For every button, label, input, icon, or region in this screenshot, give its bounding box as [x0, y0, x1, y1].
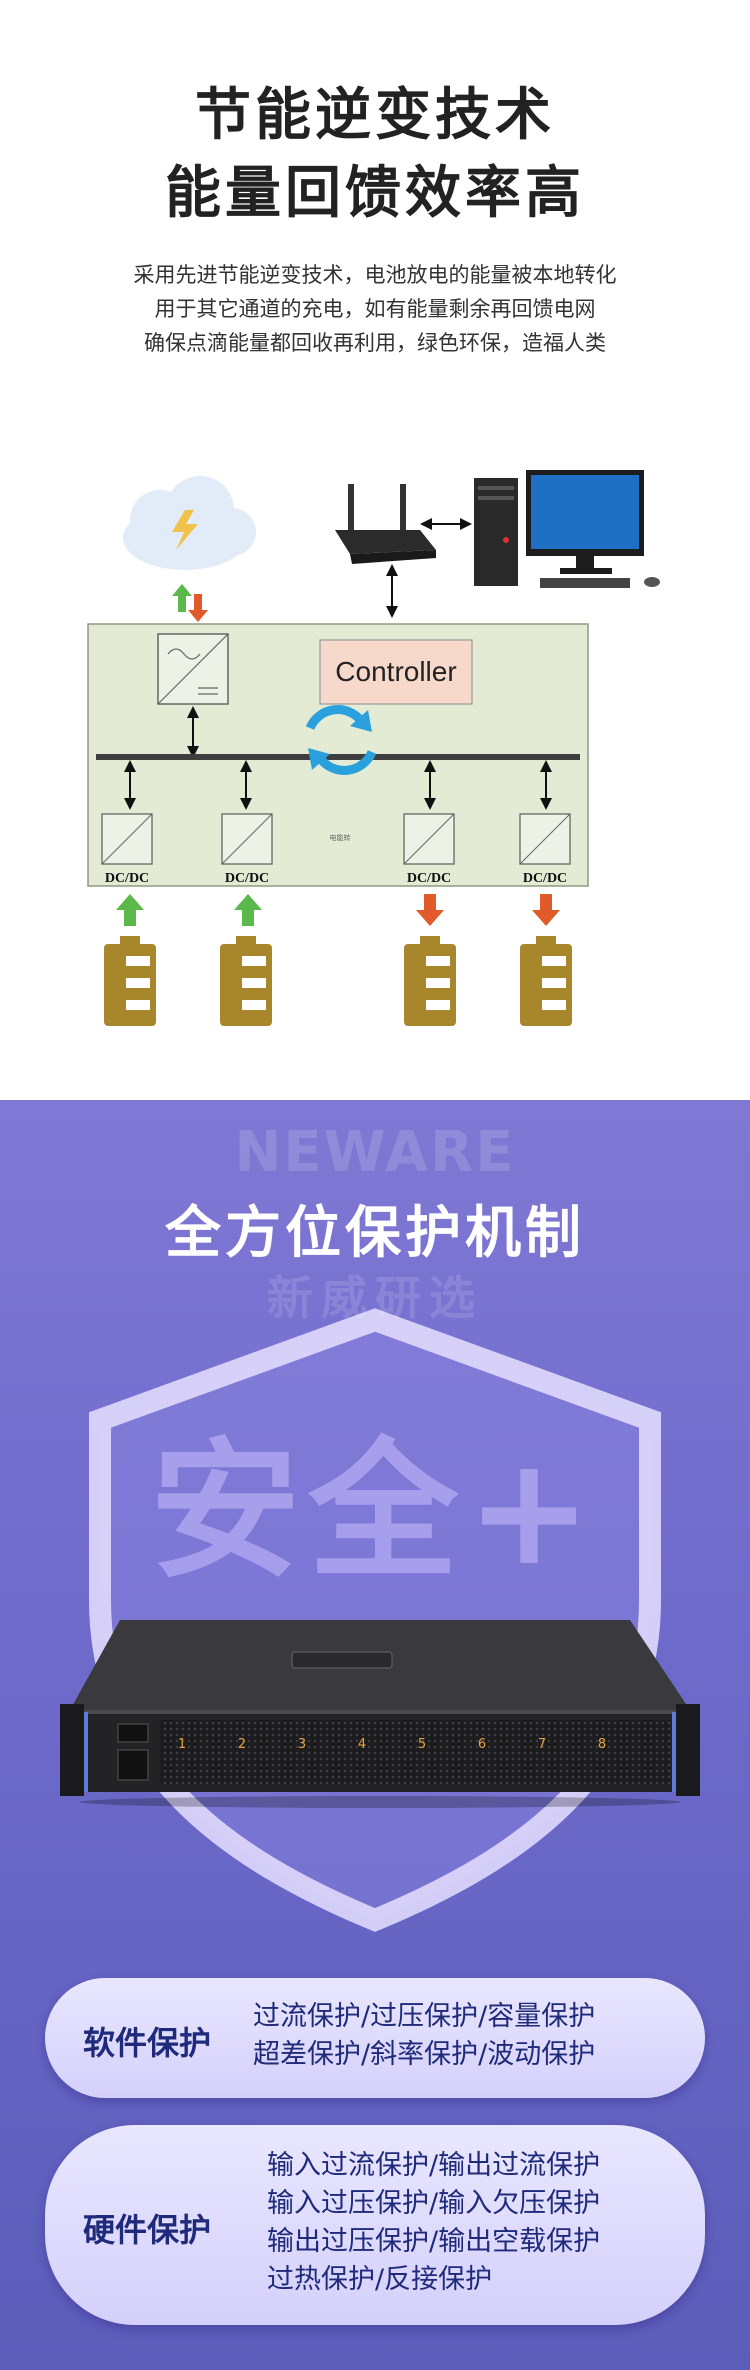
battery-icon-1: [104, 936, 156, 1026]
inverter-icon: [157, 633, 229, 705]
channel-number-3: 3: [298, 1737, 306, 1752]
software-protection-line-2: 超差保护/斜率保护/波动保护: [253, 2039, 596, 2070]
discharge-arrow-icon-2: [532, 894, 560, 926]
software-protection-label: 软件保护: [83, 2024, 212, 2062]
dcdc-label-4: DC/DC: [523, 871, 567, 886]
discharge-arrow-icon-1: [416, 894, 444, 926]
dcdc-label-1: DC/DC: [105, 871, 149, 886]
network-arrow-icon: [420, 518, 472, 530]
charge-arrow-icon-1: [116, 894, 144, 926]
controller-box: [319, 639, 473, 705]
dcdc-module-4: [519, 760, 571, 865]
hardware-protection-line-1: 输入过流保护/输出过流保护: [267, 2150, 601, 2181]
hardware-protection-line-3: 输出过压保护/输出空载保护: [267, 2226, 601, 2257]
channel-number-4: 4: [358, 1737, 366, 1752]
hero-title-line2: 能量回馈效率高: [165, 161, 585, 226]
charge-arrow-icon-2: [234, 894, 262, 926]
hardware-protection-list: 输入过流保护/输出过流保护 输入过压保护/输入欠压保护 输出过压保护/输出空载保…: [267, 2147, 600, 2299]
dcdc-module-1: [101, 760, 153, 865]
center-tiny-label: 电能转: [330, 833, 351, 842]
hardware-protection-line-4: 过热保护/反接保护: [267, 2264, 493, 2295]
dcdc-module-2: [221, 760, 273, 865]
router-icon: [335, 484, 436, 564]
hardware-protection-card: 硬件保护 输入过流保护/输出过流保护 输入过压保护/输入欠压保护 输出过压保护/…: [45, 2125, 705, 2325]
rack-device-image: 1 2 3 4 5 6 7 8: [60, 1620, 700, 1808]
dcdc-label-2: DC/DC: [225, 871, 269, 886]
computer-icon: [474, 470, 660, 588]
software-protection-list: 过流保护/过压保护/容量保护 超差保护/斜率保护/波动保护: [253, 1998, 595, 2074]
software-protection-card: 软件保护 过流保护/过压保护/容量保护 超差保护/斜率保护/波动保护: [45, 1978, 705, 2098]
hero-desc-line1: 采用先进节能逆变技术，电池放电的能量被本地转化: [133, 263, 617, 287]
dc-bus: [96, 754, 580, 760]
channel-number-1: 1: [178, 1737, 186, 1752]
hero-title-line1: 节能逆变技术: [195, 83, 555, 148]
battery-icon-4: [520, 936, 572, 1026]
recycle-arrows-icon: [305, 705, 377, 775]
protection-title: 全方位保护机制: [165, 1201, 585, 1266]
dcdc-module-3: [403, 760, 455, 865]
channel-number-2: 2: [238, 1737, 246, 1752]
channel-number-8: 8: [598, 1737, 606, 1752]
watermark-brand-cn: 新威研选: [267, 1271, 483, 1325]
hardware-protection-label: 硬件保护: [83, 2211, 212, 2249]
grid-arrows-icon: [172, 584, 208, 622]
dcdc-label-3: DC/DC: [407, 871, 451, 886]
battery-icon-3: [404, 936, 456, 1026]
hardware-protection-line-2: 输入过压保护/输入欠压保护: [267, 2188, 601, 2219]
cloud-icon: [123, 476, 256, 570]
watermark-brand-en: NEWARE: [234, 1120, 516, 1185]
controller-link-arrow-icon: [386, 564, 398, 618]
hero-desc-line3: 确保点滴能量都回收再利用，绿色环保，造福人类: [144, 331, 606, 355]
hero-desc-line2: 用于其它通道的充电，如有能量剩余再回馈电网: [154, 297, 596, 321]
channel-number-7: 7: [538, 1737, 546, 1752]
channel-number-5: 5: [418, 1737, 426, 1752]
battery-icon-2: [220, 936, 272, 1026]
shield-text: 安全+: [150, 1425, 600, 1599]
controller-label: Controller: [335, 656, 456, 687]
channel-number-6: 6: [478, 1737, 486, 1752]
software-protection-line-1: 过流保护/过压保护/容量保护: [253, 2001, 596, 2032]
energy-feedback-diagram: Controller 电能转 DC/DC DC/DC DC/DC: [87, 470, 660, 1026]
